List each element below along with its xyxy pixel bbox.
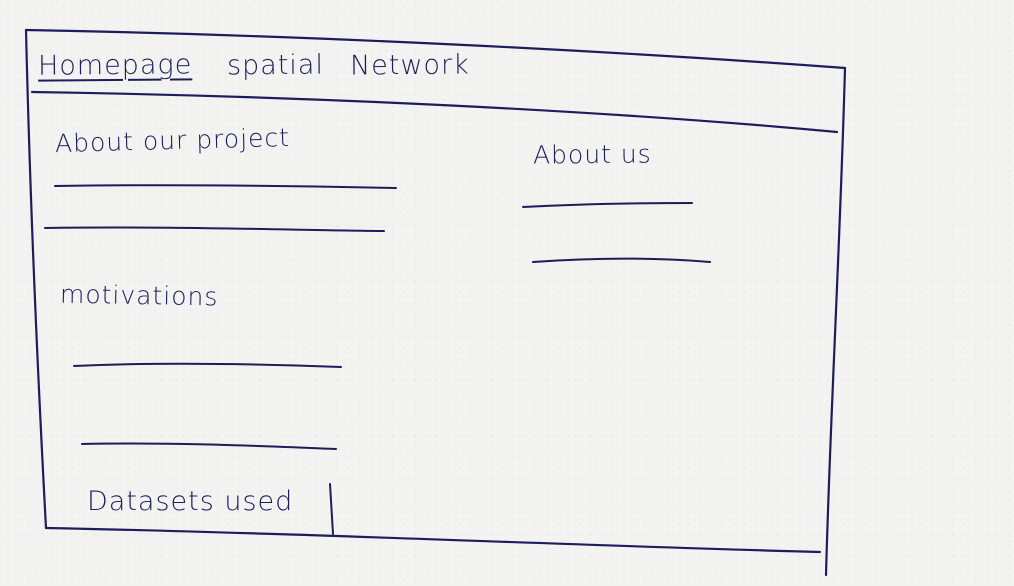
about-us-text-line [532,257,711,263]
motivations-text-line [73,362,342,368]
about-us-heading: About us [532,139,652,170]
tab-network[interactable]: Network [349,49,470,82]
window-frame-left [24,28,48,530]
window-frame-top [24,28,847,70]
datasets-heading: Datasets used [87,486,294,517]
motivations-text-line [81,442,337,450]
nav-divider [30,90,839,134]
window-frame-bottom [44,526,822,554]
pen-stroke [329,483,334,535]
window-frame-right [824,66,847,577]
motivations-heading: motivations [59,279,219,312]
tab-spatial[interactable]: spatial [226,49,325,82]
about-project-heading: About our project [54,122,291,159]
tab-homepage[interactable]: Homepage [37,49,193,82]
about-us-text-line [522,202,693,208]
project-text-line [44,226,385,232]
project-text-line [54,184,397,189]
